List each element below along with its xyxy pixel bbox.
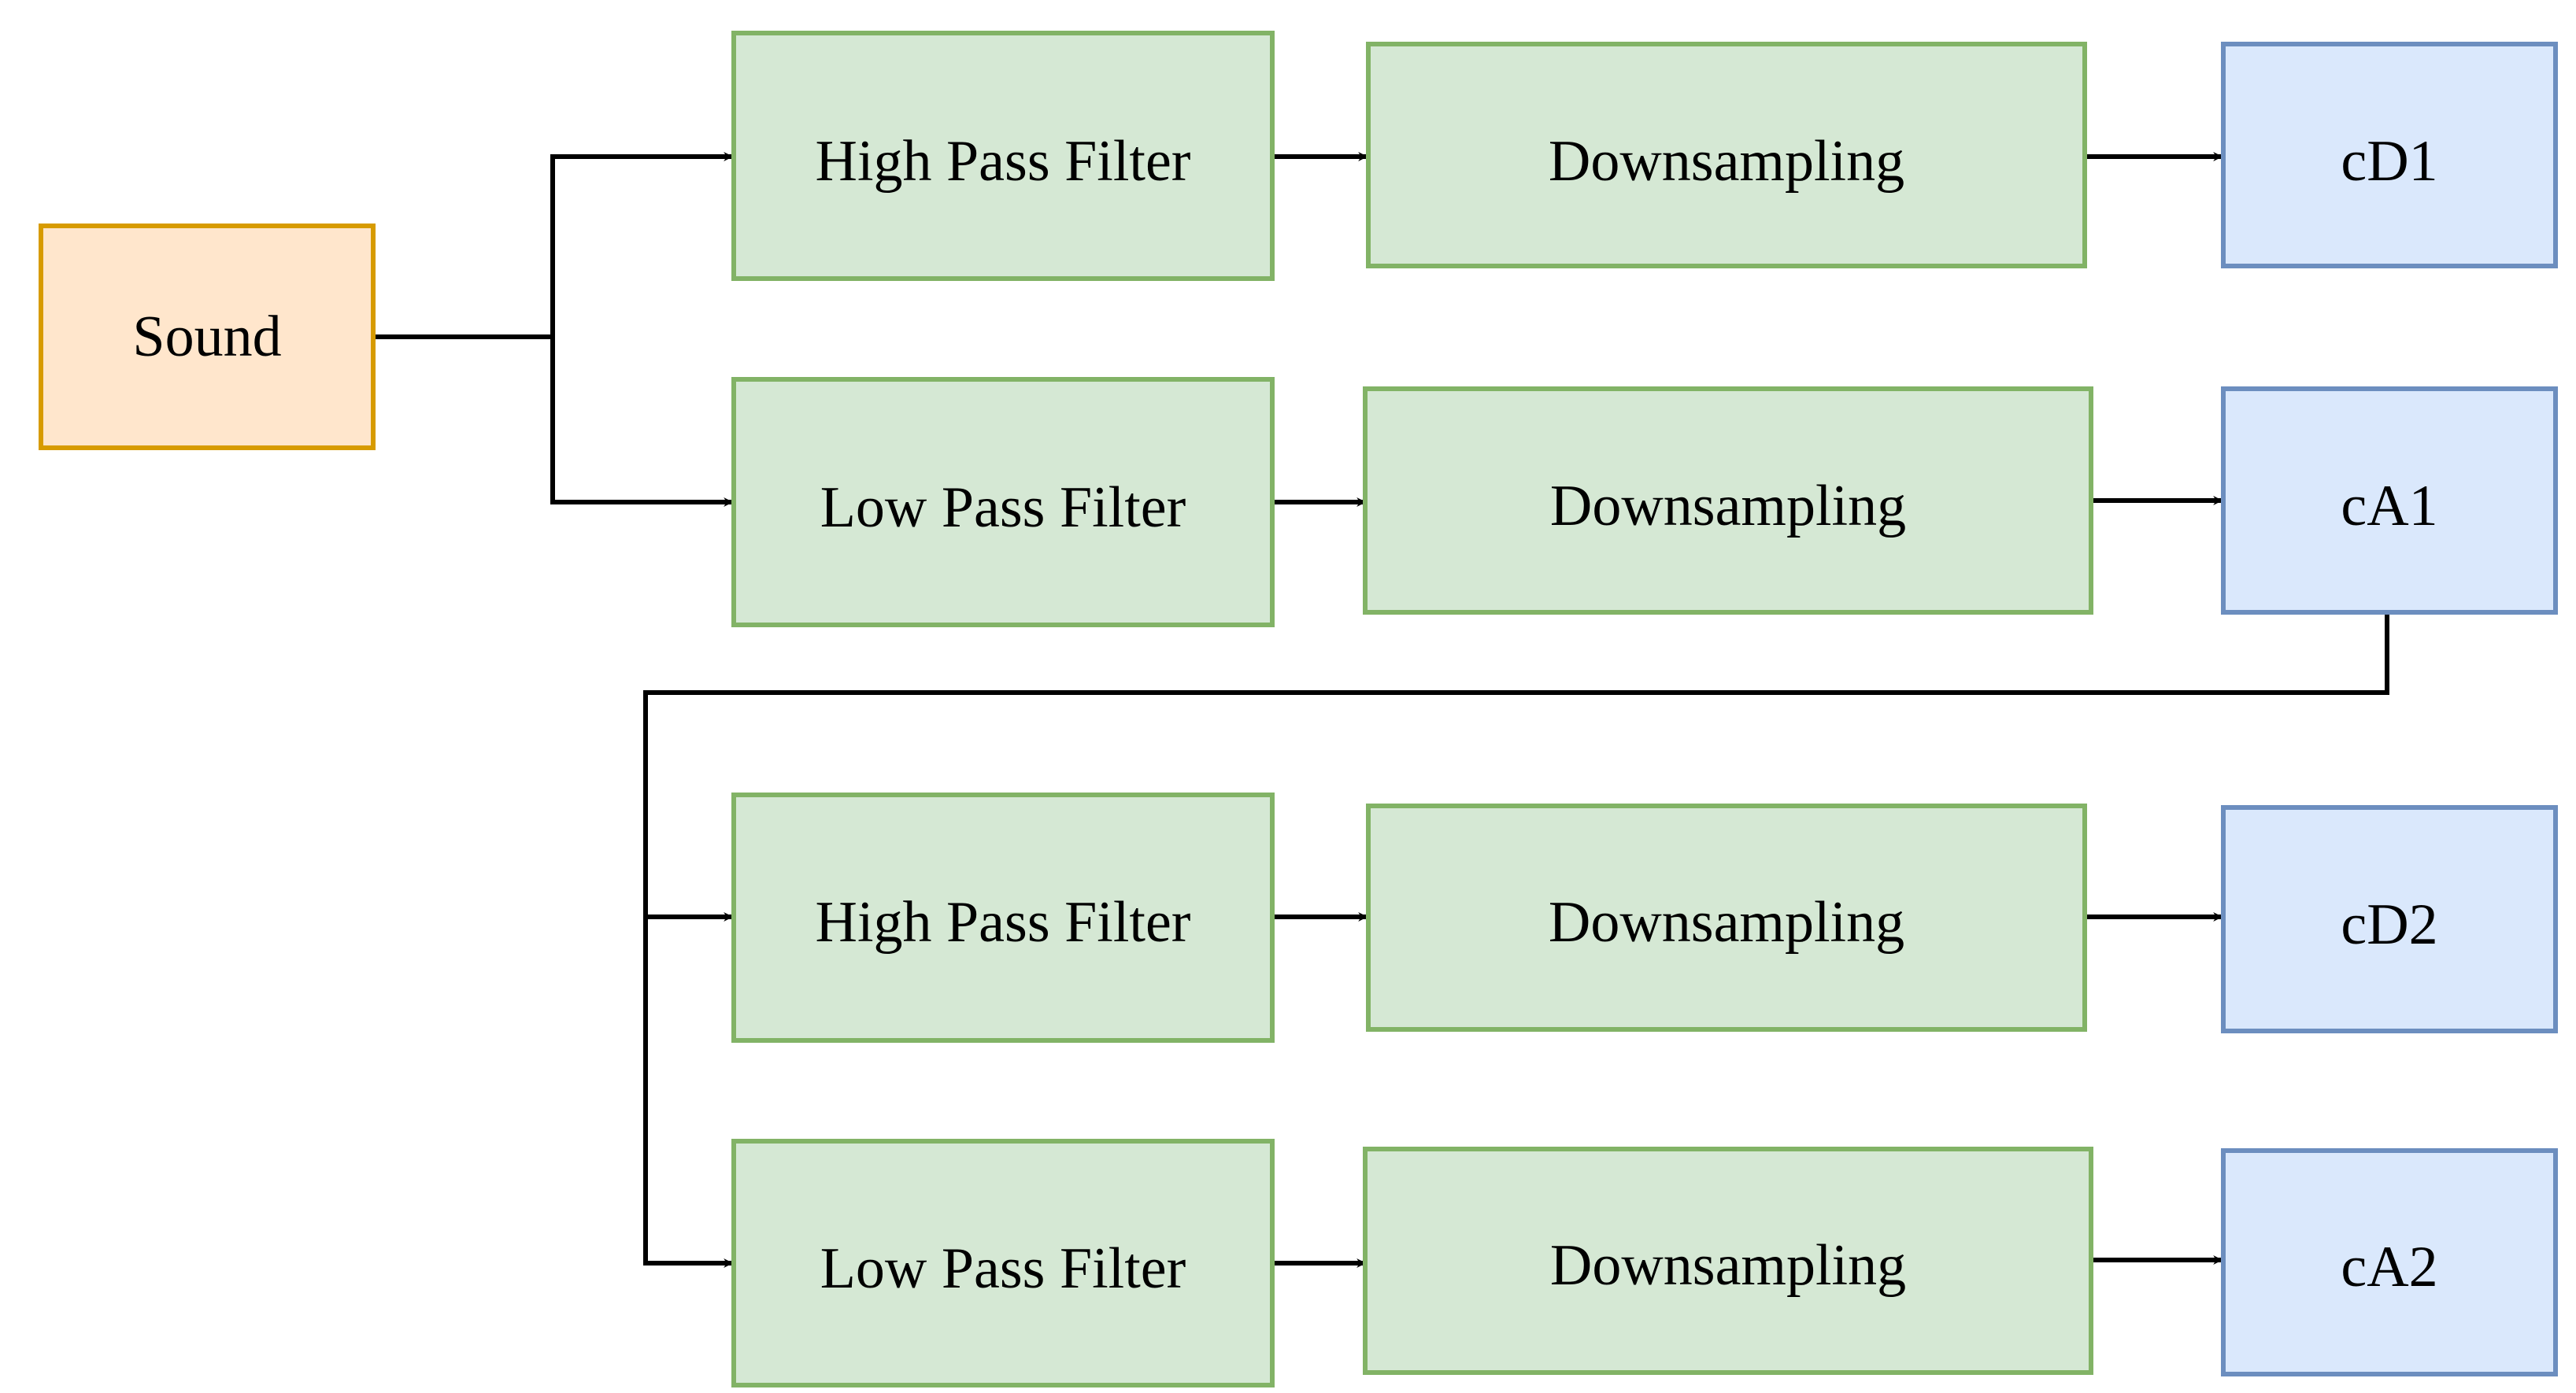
- edge-ca1-to-low-pass-2: [643, 917, 734, 1268]
- high-pass-filter-1-label: High Pass Filter: [816, 129, 1191, 194]
- ca2-output: cA2: [2221, 1148, 2558, 1376]
- low-pass-filter-2-label: Low Pass Filter: [820, 1236, 1186, 1301]
- downsampling-low-2-label: Downsampling: [1550, 1233, 1906, 1298]
- ca1-label: cA1: [2341, 474, 2437, 538]
- downsampling-low-1-label: Downsampling: [1550, 474, 1906, 538]
- cd2-label: cD2: [2341, 892, 2437, 957]
- high-pass-filter-2-label: High Pass Filter: [816, 890, 1191, 955]
- downsampling-high-1-label: Downsampling: [1549, 129, 1904, 194]
- ca1-output: cA1: [2221, 386, 2558, 615]
- high-pass-filter-2: High Pass Filter: [731, 793, 1275, 1043]
- cd2-output: cD2: [2221, 805, 2558, 1033]
- low-pass-filter-1-label: Low Pass Filter: [820, 475, 1186, 540]
- sound-node: Sound: [39, 224, 376, 450]
- edge-sound-to-high-pass-1: [373, 152, 734, 339]
- low-pass-filter-2: Low Pass Filter: [731, 1139, 1275, 1387]
- edge-ca1-to-level-2: [643, 612, 2389, 917]
- downsampling-high-2: Downsampling: [1366, 804, 2087, 1032]
- edge-sound-to-low-pass-1: [550, 337, 734, 507]
- downsampling-low-1: Downsampling: [1363, 386, 2093, 615]
- cd1-output: cD1: [2221, 42, 2558, 268]
- high-pass-filter-1: High Pass Filter: [731, 31, 1275, 281]
- ca2-label: cA2: [2341, 1235, 2437, 1299]
- downsampling-high-1: Downsampling: [1366, 42, 2087, 268]
- low-pass-filter-1: Low Pass Filter: [731, 377, 1275, 627]
- sound-label: Sound: [132, 305, 281, 369]
- downsampling-high-2-label: Downsampling: [1549, 890, 1904, 955]
- connectors: [373, 152, 2389, 1268]
- downsampling-low-2: Downsampling: [1363, 1147, 2093, 1375]
- cd1-label: cD1: [2341, 129, 2437, 194]
